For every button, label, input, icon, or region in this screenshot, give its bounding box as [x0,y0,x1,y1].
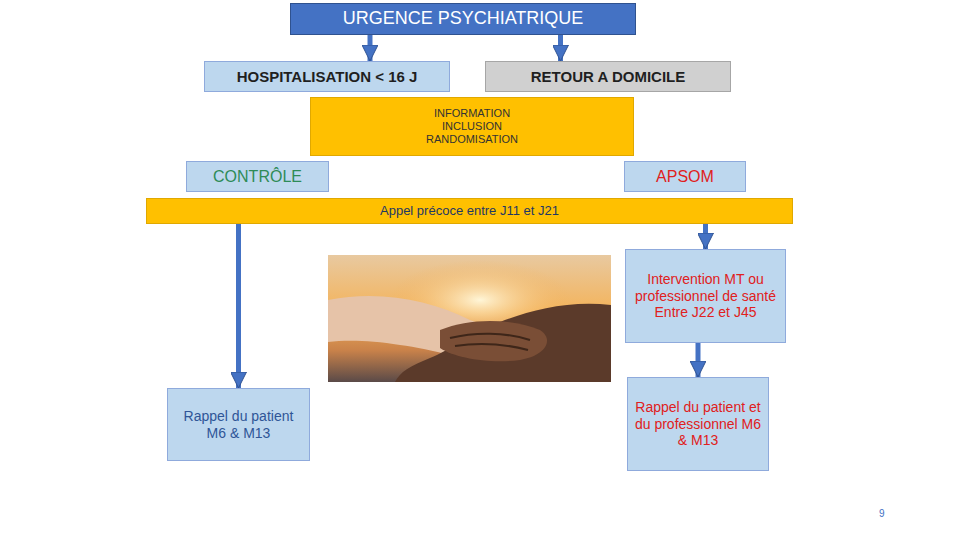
flow-arrow [696,343,701,377]
box-content: Intervention MT ou professionnel de sant… [632,271,779,321]
box-content: Rappel du patient et du professionnel M6… [634,399,762,449]
box-text: RETOUR A DOMICILE [531,68,685,86]
box-text: APSOM [656,167,714,186]
photo-background [328,255,611,382]
flow-box: URGENCE PSYCHIATRIQUE [290,3,636,35]
flow-box: RETOUR A DOMICILE [485,61,731,92]
box-content: RETOUR A DOMICILE [531,68,685,86]
box-text: CONTRÔLE [213,167,302,186]
box-text: Appel précoce entre J11 et J21 [380,203,559,219]
flow-box: HOSPITALISATION < 16 J [204,61,450,92]
box-text: Entre J22 et J45 [632,304,779,321]
box-content: INFORMATION INCLUSION RANDOMISATION [426,107,518,147]
flow-arrow [368,35,373,61]
box-text: HOSPITALISATION < 16 J [237,68,418,86]
box-text: URGENCE PSYCHIATRIQUE [343,8,584,30]
photo-fingers [455,344,528,350]
box-text: Rappel du patient et du professionnel M6… [634,399,762,449]
flow-box: APSOM [624,161,746,192]
box-content: Appel précoce entre J11 et J21 [380,203,559,219]
photo-arm-dark [395,304,611,382]
photo-fingers [450,334,530,340]
flow-box: CONTRÔLE [186,161,329,192]
box-content: HOSPITALISATION < 16 J [237,68,418,86]
box-text: Intervention MT ou professionnel de sant… [632,271,779,305]
flow-box: INFORMATION INCLUSION RANDOMISATION [310,97,634,156]
flow-arrow [236,224,241,388]
box-text: Rappel du patient M6 & M13 [174,408,303,442]
flow-box: Rappel du patient M6 & M13 [167,388,310,461]
flow-box: Intervention MT ou professionnel de sant… [625,249,786,343]
flow-arrow [703,224,708,249]
page-number: 9 [879,508,885,519]
box-content: URGENCE PSYCHIATRIQUE [343,8,584,30]
photo-hands [440,321,547,361]
flow-box: Appel précoce entre J11 et J21 [146,198,793,224]
box-text: INFORMATION INCLUSION RANDOMISATION [426,107,518,147]
box-content: CONTRÔLE [213,167,302,186]
box-content: APSOM [656,167,714,186]
hands-photo [328,255,611,382]
box-content: Rappel du patient M6 & M13 [174,408,303,442]
flow-arrow [558,35,563,61]
flow-box: Rappel du patient et du professionnel M6… [627,377,769,471]
